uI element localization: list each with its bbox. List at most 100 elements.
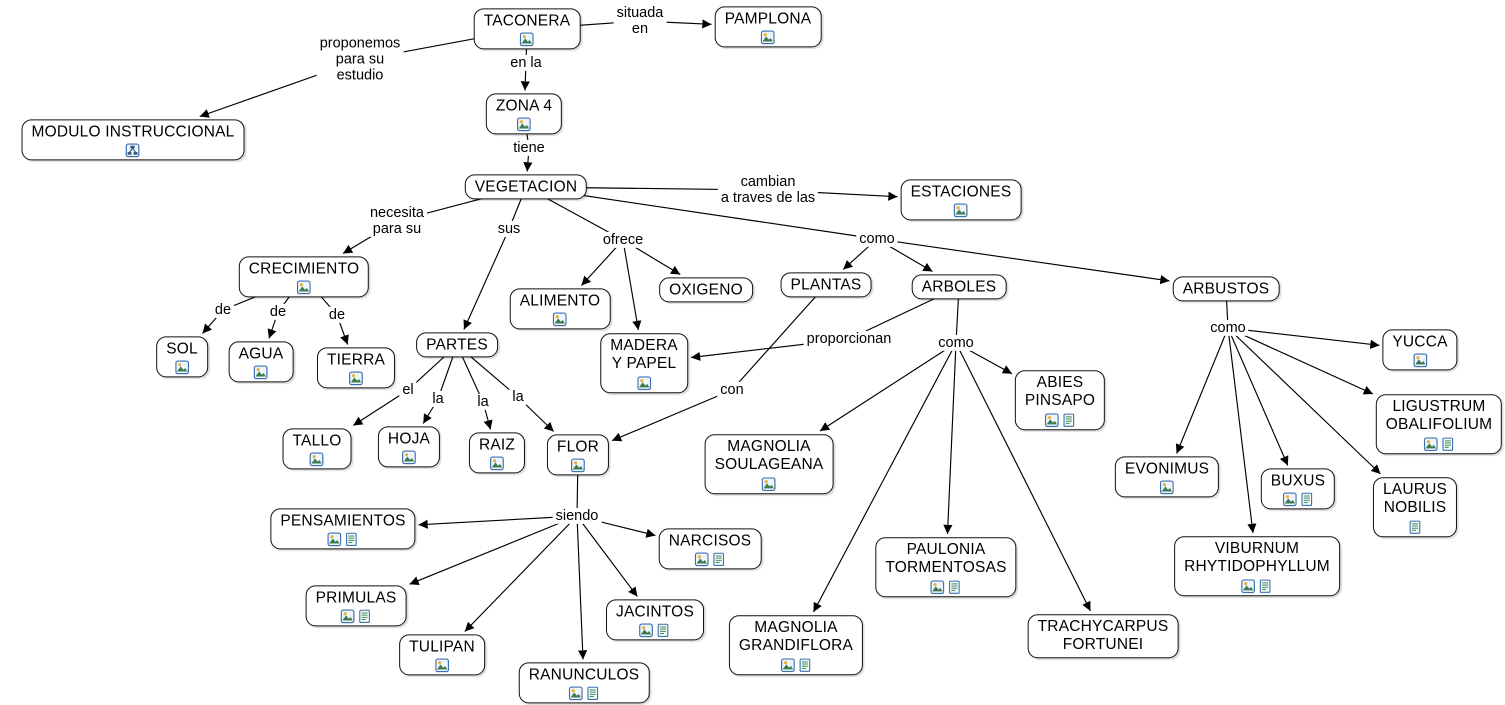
link-phrase-de-agua[interactable]: de xyxy=(266,303,290,321)
cmap-resource-icon[interactable] xyxy=(126,143,140,158)
connector-line[interactable] xyxy=(819,342,957,432)
link-phrase-la-raiz[interactable]: la xyxy=(474,393,492,411)
link-phrase-cambian-a-traves-de-las[interactable]: cambian a traves de las xyxy=(717,173,819,207)
connector-line[interactable] xyxy=(1175,327,1229,454)
connector-line[interactable] xyxy=(463,228,510,330)
image-resource-icon[interactable] xyxy=(1413,353,1427,368)
node-laurus-nobilis[interactable]: LAURUS NOBILIS xyxy=(1372,477,1458,537)
resource-icon-group[interactable] xyxy=(126,143,140,158)
connector-line[interactable] xyxy=(812,342,957,613)
resource-icon-group[interactable] xyxy=(1044,412,1076,427)
image-resource-icon[interactable] xyxy=(310,452,324,467)
resource-icon-group[interactable] xyxy=(1241,578,1273,593)
image-resource-icon[interactable] xyxy=(297,280,311,295)
connector-line[interactable] xyxy=(576,515,588,660)
image-resource-icon[interactable] xyxy=(637,375,651,390)
connector-line[interactable] xyxy=(1227,327,1380,349)
image-resource-icon[interactable] xyxy=(1241,578,1256,593)
link-phrase-tiene[interactable]: tiene xyxy=(510,139,548,157)
node-sol[interactable]: SOL xyxy=(156,336,208,378)
connector-line[interactable] xyxy=(418,515,578,529)
image-resource-icon[interactable] xyxy=(1423,436,1438,451)
link-phrase-la-flor[interactable]: la xyxy=(509,388,527,406)
node-alimento[interactable]: ALIMENTO xyxy=(509,288,611,330)
resource-icon-group[interactable] xyxy=(930,579,962,594)
document-resource-icon[interactable] xyxy=(1062,413,1076,427)
document-resource-icon[interactable] xyxy=(345,532,359,547)
link-phrase-situada-en[interactable]: situada en xyxy=(613,4,667,38)
connector-line[interactable] xyxy=(1227,327,1289,466)
resource-icon-group[interactable] xyxy=(349,371,363,386)
node-evonimus[interactable]: EVONIMUS xyxy=(1114,456,1220,498)
image-resource-icon[interactable] xyxy=(254,365,268,380)
link-phrase-siendo[interactable]: siendo xyxy=(552,507,602,525)
document-resource-icon[interactable] xyxy=(712,552,726,567)
image-resource-icon[interactable] xyxy=(340,609,355,624)
image-resource-icon[interactable] xyxy=(520,32,534,47)
node-pensamientos[interactable]: PENSAMIENTOS xyxy=(270,508,416,550)
image-resource-icon[interactable] xyxy=(694,552,709,567)
resource-icon-group[interactable] xyxy=(1160,480,1174,495)
resource-icon-group[interactable] xyxy=(639,623,671,638)
image-resource-icon[interactable] xyxy=(349,371,363,386)
image-resource-icon[interactable] xyxy=(490,456,504,471)
node-madera-y-papel[interactable]: MADERA Y PAPEL xyxy=(600,333,688,393)
image-resource-icon[interactable] xyxy=(175,360,189,375)
resource-icon-group[interactable] xyxy=(780,657,811,672)
resource-icon-group[interactable] xyxy=(490,456,504,471)
resource-icon-group[interactable] xyxy=(762,476,776,491)
document-resource-icon[interactable] xyxy=(358,609,372,624)
image-resource-icon[interactable] xyxy=(780,657,795,672)
link-phrase-como-vegetacion[interactable]: como xyxy=(856,230,898,248)
resource-icon-group[interactable] xyxy=(637,375,651,390)
link-phrase-con[interactable]: con xyxy=(717,381,747,399)
node-tierra[interactable]: TIERRA xyxy=(316,347,396,389)
resource-icon-group[interactable] xyxy=(310,452,324,467)
node-modulo-instruccional[interactable]: MODULO INSTRUCCIONAL xyxy=(21,119,245,161)
link-phrase-de-sol[interactable]: de xyxy=(211,301,235,319)
image-resource-icon[interactable] xyxy=(517,117,531,132)
node-narcisos[interactable]: NARCISOS xyxy=(658,528,762,570)
document-resource-icon[interactable] xyxy=(1440,437,1454,451)
resource-icon-group[interactable] xyxy=(1282,492,1314,507)
node-paulonia-tormentosas[interactable]: PAULONIA TORMENTOSAS xyxy=(875,537,1017,597)
resource-icon-group[interactable] xyxy=(954,203,968,218)
document-resource-icon[interactable] xyxy=(797,658,811,672)
node-primulas[interactable]: PRIMULAS xyxy=(305,585,407,627)
image-resource-icon[interactable] xyxy=(402,450,416,465)
resource-icon-group[interactable] xyxy=(1413,353,1427,368)
resource-icon-group[interactable] xyxy=(1408,520,1422,534)
node-ligustrum-obalifolium[interactable]: LIGUSTRUM OBALIFOLIUM xyxy=(1375,394,1503,454)
image-resource-icon[interactable] xyxy=(568,686,583,701)
document-resource-icon[interactable] xyxy=(948,580,962,594)
document-resource-icon[interactable] xyxy=(1300,492,1314,507)
connector-line[interactable] xyxy=(1227,327,1381,475)
resource-icon-group[interactable] xyxy=(568,686,599,701)
document-resource-icon[interactable] xyxy=(1408,520,1422,534)
resource-icon-group[interactable] xyxy=(517,117,531,132)
resource-icon-group[interactable] xyxy=(175,360,189,375)
node-ranunculos[interactable]: RANUNCULOS xyxy=(518,662,650,704)
connector-line[interactable] xyxy=(955,342,1091,612)
node-jacintos[interactable]: JACINTOS xyxy=(606,599,704,641)
image-resource-icon[interactable] xyxy=(639,623,654,638)
document-resource-icon[interactable] xyxy=(657,623,671,638)
connector-line[interactable] xyxy=(409,515,578,586)
resource-icon-group[interactable] xyxy=(694,552,726,567)
image-resource-icon[interactable] xyxy=(1044,412,1059,427)
link-phrase-proponemos-para-su-estudio[interactable]: proponemos para su estudio xyxy=(316,35,404,85)
connector-line[interactable] xyxy=(464,515,578,632)
link-phrase-de-tierra[interactable]: de xyxy=(325,306,349,324)
resource-icon-group[interactable] xyxy=(520,32,534,47)
image-resource-icon[interactable] xyxy=(1282,492,1297,507)
link-phrase-ofrece[interactable]: ofrece xyxy=(599,231,647,249)
node-vegetacion[interactable]: VEGETACION xyxy=(464,174,588,200)
connector-line[interactable] xyxy=(352,389,409,426)
image-resource-icon[interactable] xyxy=(553,312,567,327)
resource-icon-group[interactable] xyxy=(761,30,775,45)
node-hoja[interactable]: HOJA xyxy=(377,426,441,468)
resource-icon-group[interactable] xyxy=(254,365,268,380)
image-resource-icon[interactable] xyxy=(571,458,585,473)
image-resource-icon[interactable] xyxy=(761,30,775,45)
link-phrase-sus[interactable]: sus xyxy=(494,220,524,238)
